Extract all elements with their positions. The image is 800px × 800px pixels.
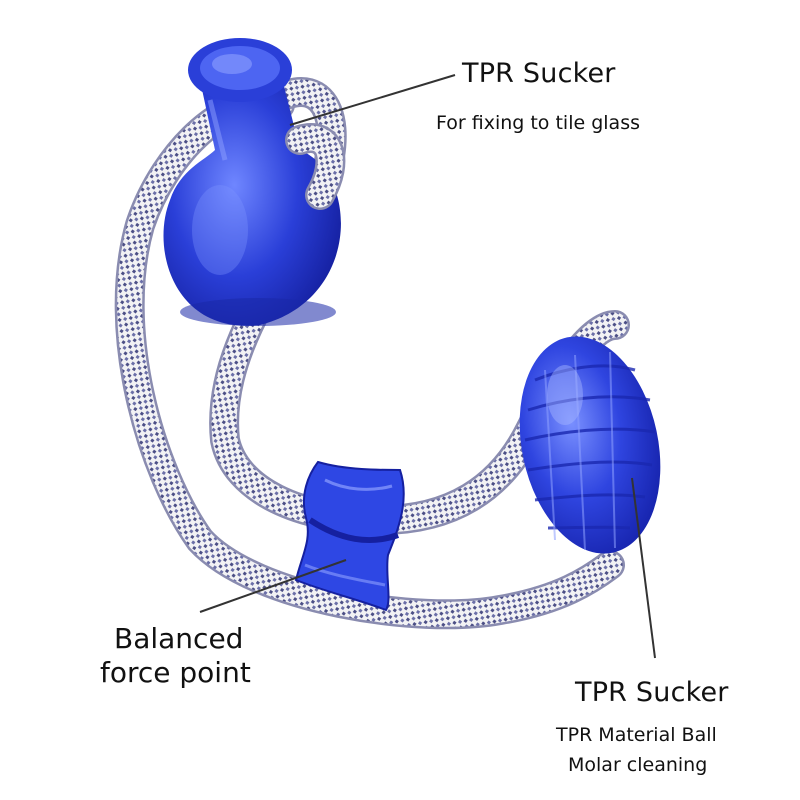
bottom-callout-title: TPR Sucker [575,677,729,708]
left-callout-line1: Balanced [114,622,244,655]
balance-connector [294,460,405,612]
top-callout-subtitle: For fixing to tile glass [436,112,640,134]
top-callout-title: TPR Sucker [462,58,616,89]
tpr-ball [519,336,661,554]
leader-line-left [199,559,347,613]
suction-cup [163,38,341,326]
bottom-callout-line1: TPR Material Ball [556,724,717,746]
leader-lines [199,74,656,659]
leader-line-bottom [631,477,656,659]
bottom-callout-line2: Molar cleaning [568,754,708,776]
leader-line-top [289,74,456,126]
left-callout-line2: force point [100,656,251,689]
